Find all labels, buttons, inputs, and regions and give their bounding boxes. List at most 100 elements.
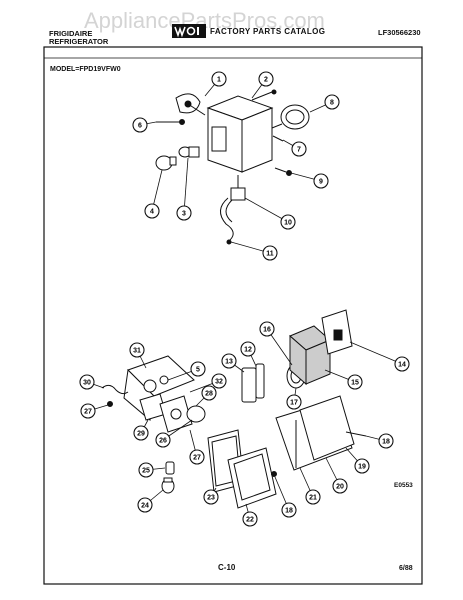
screw-part (271, 431, 367, 477)
callout-9: 9 (290, 172, 329, 189)
wire-harness-part (220, 197, 234, 245)
callout-16: 16 (259, 321, 293, 366)
callout-27: 27 (80, 403, 109, 419)
page-border (43, 46, 423, 585)
callout-2: 2 (251, 71, 274, 99)
callout-number: 24 (141, 503, 149, 510)
brand-line-1: FRIGIDAIRE (49, 29, 93, 38)
callout-26: 26 (155, 419, 193, 448)
door-panel-part (275, 395, 355, 471)
callout-number: 27 (84, 409, 92, 416)
callout-number: 29 (137, 431, 145, 438)
callout-28: 28 (195, 385, 217, 407)
callout-number: 23 (207, 495, 215, 502)
fan-blade-part (175, 93, 206, 116)
callout-number: 1 (217, 77, 221, 84)
callout-12: 12 (240, 341, 257, 367)
connector-part (230, 175, 246, 201)
callout-number: 28 (205, 391, 213, 398)
callout-6: 6 (132, 117, 157, 133)
callout-10: 10 (244, 197, 296, 230)
callout-number: 13 (225, 359, 233, 366)
motor-block-part (289, 325, 331, 386)
callout-32: 32 (189, 373, 227, 393)
screw-part (156, 119, 185, 125)
callout-20: 20 (325, 457, 348, 494)
callout-13: 13 (221, 353, 245, 373)
callout-19: 19 (345, 447, 370, 474)
callout-number: 26 (159, 438, 167, 445)
callout-number: 32 (215, 379, 223, 386)
callout-number: 25 (142, 468, 150, 475)
part-list-number: LF30566230 (378, 28, 421, 37)
callout-number: 30 (83, 380, 91, 387)
callout-number: 18 (382, 439, 390, 446)
callout-number: 3 (182, 211, 186, 218)
light-bulb-part (155, 155, 177, 171)
screw-part (274, 167, 292, 176)
callout-number: 7 (297, 147, 301, 154)
actuator-part (139, 393, 193, 433)
callout-17: 17 (286, 387, 302, 410)
callout-23: 23 (203, 487, 219, 505)
spring-part (101, 384, 129, 407)
callout-number: 5 (196, 367, 200, 374)
callout-18: 18 (365, 433, 394, 449)
wci-logo-icon (172, 24, 206, 38)
callout-number: 8 (330, 100, 334, 107)
switch-part (165, 461, 175, 475)
callout-number: 14 (398, 362, 406, 369)
callout-27: 27 (189, 429, 205, 465)
light-bulb-part (161, 477, 175, 494)
callout-number: 16 (263, 327, 271, 334)
model-label: MODEL=FPD19VFW0 (50, 66, 121, 73)
lamp-socket-part (178, 146, 200, 158)
callout-number: 11 (266, 251, 274, 258)
callout-number: 15 (351, 380, 359, 387)
callout-number: 19 (358, 464, 366, 471)
frame-part (227, 447, 277, 509)
callout-7: 7 (282, 139, 307, 157)
callout-3: 3 (176, 157, 192, 221)
date-code: 6/88 (399, 565, 413, 572)
callout-number: 22 (246, 517, 254, 524)
callout-number: 17 (290, 400, 298, 407)
callout-number: 12 (244, 347, 252, 354)
callout-number: 4 (150, 209, 154, 216)
callout-8: 8 (309, 94, 340, 113)
drawing-code: E0553 (394, 482, 413, 489)
control-housing-part (206, 89, 277, 173)
callout-number: 18 (285, 508, 293, 515)
callout-5: 5 (167, 361, 206, 381)
callout-24: 24 (137, 489, 164, 513)
screw-part (272, 135, 284, 142)
callout-number: 2 (264, 77, 268, 84)
callout-number: 9 (319, 179, 323, 186)
callout-11: 11 (230, 241, 278, 261)
callout-18: 18 (274, 476, 297, 518)
disc-part (271, 104, 310, 130)
callout-25: 25 (138, 462, 166, 478)
callout-number: 6 (138, 123, 142, 130)
callout-number: 20 (336, 484, 344, 491)
callout-22: 22 (242, 503, 258, 527)
catalog-title: FACTORY PARTS CATALOG (210, 27, 326, 36)
callout-29: 29 (133, 419, 149, 441)
callout-number: 10 (284, 220, 292, 227)
callout-31: 31 (129, 342, 147, 369)
callout-30: 30 (79, 374, 105, 390)
brand-line-2: REFRIGERATOR (49, 37, 109, 46)
callout-number: 21 (309, 495, 317, 502)
callout-4: 4 (144, 169, 163, 219)
callout-number: 27 (193, 455, 201, 462)
callout-1: 1 (204, 71, 227, 97)
callout-number: 31 (133, 348, 141, 355)
slide-part (241, 363, 265, 403)
page-number: C-10 (218, 563, 236, 572)
gasket-part (186, 405, 206, 423)
callout-15: 15 (324, 369, 363, 390)
callout-14: 14 (349, 341, 410, 372)
